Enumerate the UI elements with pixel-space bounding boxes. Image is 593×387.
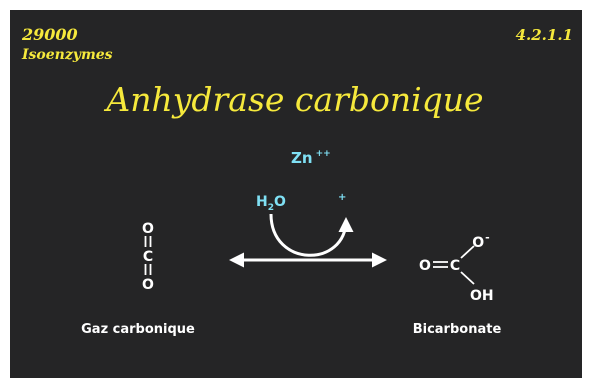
slide-title: Anhydrase carbonique <box>106 80 484 119</box>
proton-charge: + <box>338 192 346 203</box>
water-subscript: 2 <box>268 203 274 213</box>
zinc-charge: ++ <box>316 149 331 159</box>
bicarbonate-o: O <box>472 235 484 251</box>
bicarbonate-hydroxyl: OH <box>470 288 494 304</box>
molecular-weight: 29000 <box>22 25 78 44</box>
slide-background <box>10 10 582 378</box>
zinc-cofactor: Zn++ <box>291 149 331 167</box>
bicarbonate-oxygen-left: O <box>419 258 431 274</box>
water-o: O <box>274 194 286 210</box>
co2-oxygen-top: O <box>142 221 154 237</box>
isoenzymes-label: Isoenzymes <box>22 47 113 63</box>
proton-label: + <box>338 192 346 203</box>
co2-oxygen-bottom: O <box>142 277 154 293</box>
ec-number: 4.2.1.1 <box>515 26 573 44</box>
co2-label: Gaz carbonique <box>81 322 195 337</box>
bicarbonate-carbon: C <box>450 258 460 274</box>
co2-carbon: C <box>143 249 153 265</box>
bicarbonate-structure: O C O- OH <box>419 231 494 304</box>
curved-arrow <box>269 213 354 257</box>
co2-structure: O C O <box>142 221 154 293</box>
bicarbonate-oxygen-top: O- <box>472 231 489 251</box>
zinc-symbol: Zn <box>291 149 313 167</box>
bicarbonate-label: Bicarbonate <box>413 322 502 337</box>
water-h: H <box>256 194 268 210</box>
bicarbonate-charge: - <box>485 231 490 244</box>
water-label: H2O <box>256 194 286 213</box>
